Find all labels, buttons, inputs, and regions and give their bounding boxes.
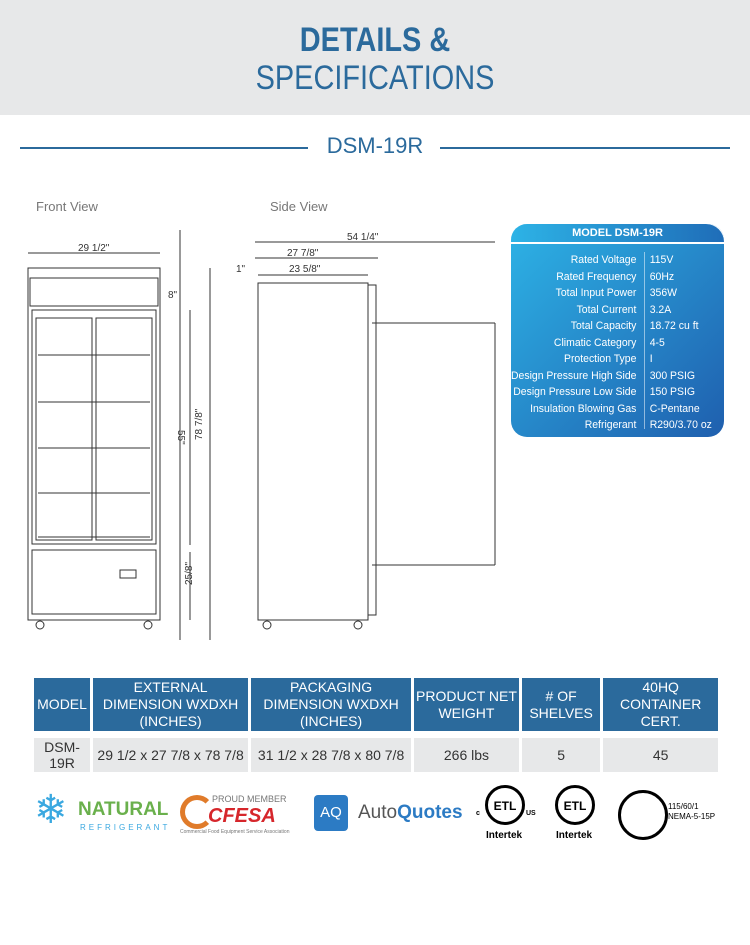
intertek-label: Intertek (556, 830, 593, 841)
cfesa-sub: Commercial Food Equipment Service Associ… (180, 829, 290, 835)
table-header: 40HQ CONTAINER CERT. (603, 678, 718, 731)
table-header: MODEL (34, 678, 91, 731)
dim-width: 29 1/2" (78, 243, 110, 254)
dim-depth: 27 7/8" (287, 248, 319, 259)
spec-row: Insulation Blowing Gas C-Pentane (511, 401, 713, 418)
dim-body: 23 5/8" (289, 264, 321, 275)
certification-logos: ❄ NATURAL REFRIGERANT PROUD MEMBER CFESA… (0, 780, 750, 850)
intertek-label: Intertek (486, 830, 523, 841)
spec-row: Total Current 3.2A (511, 302, 713, 319)
spec-label: Total Capacity (570, 320, 637, 332)
spec-value: 150 PSIG (649, 386, 696, 398)
spec-row: Climatic Category 4-5 (511, 335, 713, 352)
spec-value: C-Pentane (649, 402, 700, 415)
title: DETAILS & (299, 21, 451, 59)
etl-us: US (526, 810, 536, 817)
spec-row: Design Pressure High Side 300 PSIG (511, 368, 713, 385)
dim-total: 78 7/8" (194, 408, 205, 440)
technical-drawing: 29 1/2" 8" 55" 78 7/8" 25/8" 54 1/4" 27 … (27, 230, 496, 640)
spec-row: Rated Frequency 60Hz (511, 269, 713, 286)
subtitle: SPECIFICATIONS (255, 59, 495, 97)
spec-label: Total Input Power (555, 287, 637, 299)
plug-type: NEMA-5-15P (668, 812, 716, 821)
natural-logo-sub: REFRIGERANT (80, 823, 171, 832)
header: DETAILS & SPECIFICATIONS (0, 0, 750, 115)
quotes-text: Quotes (397, 802, 463, 823)
divider (20, 147, 308, 149)
model-heading: DSM-19R (326, 133, 424, 158)
spec-label: Total Current (576, 303, 637, 316)
side-view-label: Side View (270, 199, 328, 214)
spec-label: Insulation Blowing Gas (530, 402, 637, 415)
cfesa-logo: CFESA (208, 805, 276, 827)
etl-c: c (476, 810, 480, 817)
spec-value: 18.72 cu ft (649, 320, 699, 332)
svg-text:ETL: ETL (564, 799, 587, 813)
spec-label: Refrigerant (584, 419, 637, 431)
etl-icon: ETL (485, 785, 525, 825)
spec-value: 3.2A (649, 303, 672, 316)
natural-logo: NATURAL (78, 799, 169, 820)
spec-value: 60Hz (649, 270, 675, 283)
spec-value: 300 PSIG (649, 369, 696, 382)
plug-icon (618, 790, 668, 840)
spec-row: Design Pressure Low Side 150 PSIG (511, 384, 713, 401)
dim-base: 25/8" (184, 562, 195, 585)
autoquotes-icon: AQ (314, 795, 348, 831)
table-header: PACKAGING DIMENSION WXDXH (INCHES) (251, 678, 412, 731)
divider (440, 147, 730, 149)
spec-row: Total Capacity 18.72 cu ft (511, 318, 713, 335)
spec-panel: MODEL DSM-19R Rated Voltage 115V Rated Fre… (511, 224, 724, 437)
table-cell: 29 1/2 x 27 7/8 x 78 7/8 (93, 738, 249, 772)
table-cell: 5 (521, 738, 601, 772)
spec-value: I (649, 353, 653, 365)
dim-offset: 1" (236, 264, 246, 275)
spec-label: Rated Voltage (570, 254, 637, 266)
front-view-label: Front View (36, 199, 98, 214)
table-cell: DSM-19R (34, 738, 91, 772)
spec-panel-title: MODEL DSM-19R (511, 224, 724, 242)
dim-top: 8" (168, 290, 178, 301)
spec-value: 4-5 (649, 336, 665, 349)
spec-row: Rated Voltage 115V (511, 252, 713, 269)
svg-text:ETL: ETL (494, 799, 517, 813)
spec-value: 356W (649, 287, 678, 299)
spec-row: Protection Type I (511, 351, 713, 368)
table-cell: 45 (603, 738, 718, 772)
auto-text: Auto (358, 802, 398, 823)
table-cell: 266 lbs (414, 738, 519, 772)
spec-label: Rated Frequency (556, 270, 637, 283)
spec-label: Climatic Category (553, 336, 637, 349)
cfesa-top: PROUD MEMBER (212, 794, 287, 804)
cfesa-icon (180, 795, 214, 829)
spec-label: Protection Type (563, 353, 637, 365)
spec-label: Design Pressure High Side (511, 369, 637, 382)
etl-sanitation-icon: ETL (555, 785, 595, 825)
table-header: # OF SHELVES (521, 678, 601, 731)
table-cell: 31 1/2 x 28 7/8 x 80 7/8 (251, 738, 412, 772)
spec-value: 115V (649, 254, 674, 266)
spec-row: Total Input Power 356W (511, 285, 713, 302)
spec-divider (644, 252, 645, 429)
table-header: PRODUCT NET WEIGHT (414, 678, 519, 731)
snowflake-icon: ❄ (34, 788, 68, 832)
spec-value: R290/3.70 oz (649, 419, 712, 431)
spec-label: Design Pressure Low Side (513, 386, 637, 398)
front-view-drawing (27, 230, 211, 640)
table-header: EXTERNAL DIMENSION WXDXH (INCHES) (93, 678, 249, 731)
plug-rating: 115/60/1 (668, 802, 699, 811)
autoquotes-logo: AutoQuotes (358, 802, 463, 824)
spec-row: Refrigerant R290/3.70 oz (511, 417, 713, 434)
dim-door: 55" (175, 430, 186, 445)
side-view-drawing (255, 241, 496, 630)
dim-open: 54 1/4" (347, 232, 379, 243)
